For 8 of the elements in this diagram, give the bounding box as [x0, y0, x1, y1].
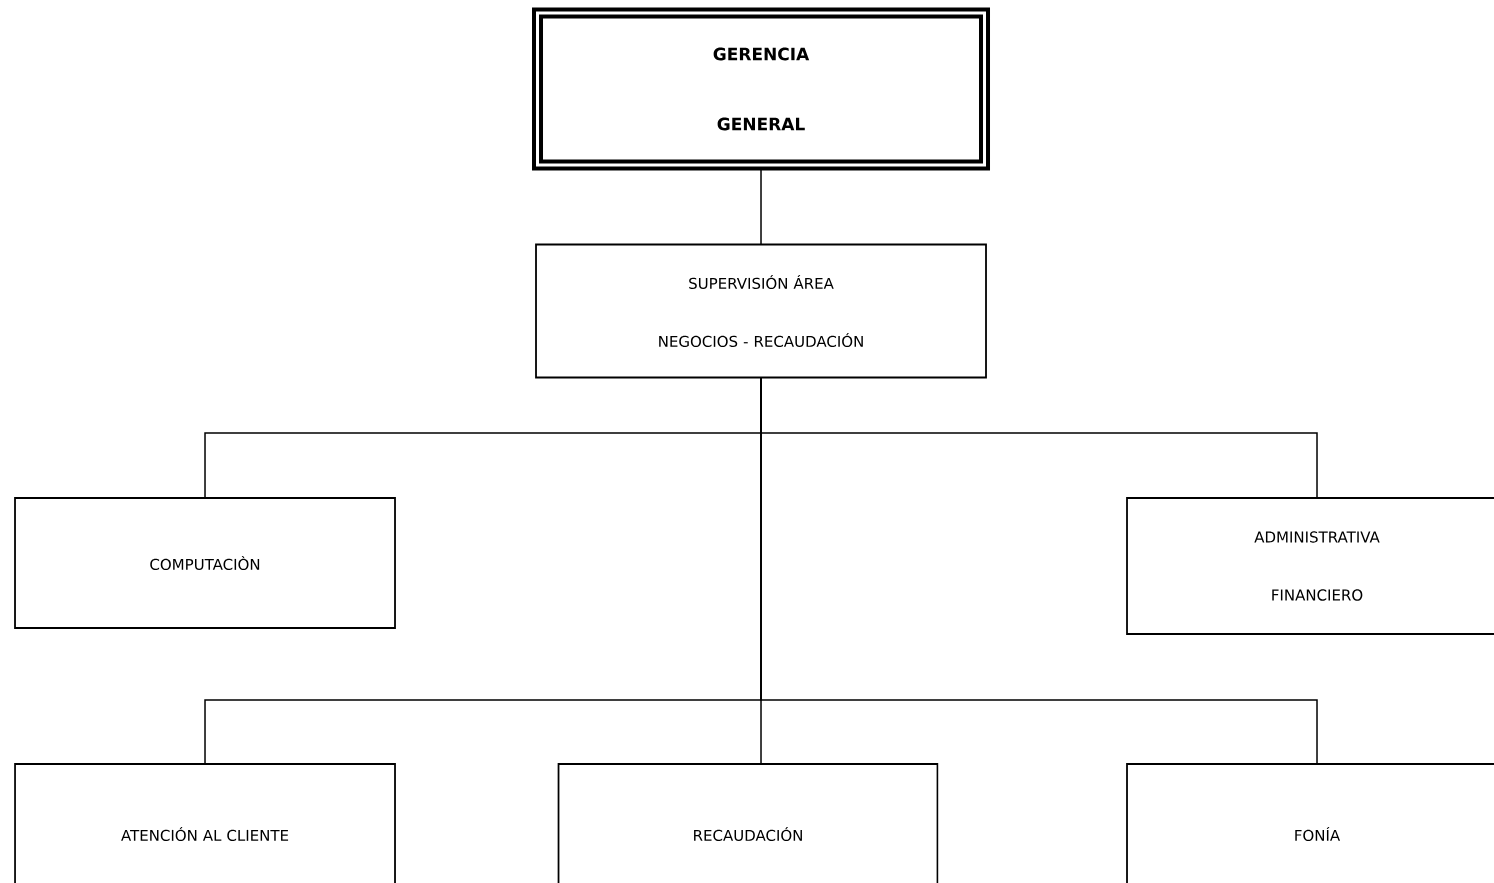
department-box: FONÍA	[1126, 763, 1494, 883]
connector-line	[760, 167, 762, 246]
department-box: SUPERVISIÓN ÁREA NEGOCIOS - RECAUDACIÓN	[535, 243, 987, 379]
department-box: ATENCIÓN AL CLIENTE	[14, 763, 396, 883]
title-box: GERENCIA GENERAL	[532, 7, 990, 171]
department-box: RECAUDACIÓN	[557, 763, 939, 883]
department-box: ADMINISTRATIVA FINANCIERO	[1126, 497, 1494, 635]
department-box: COMPUTACIÒN	[14, 497, 396, 629]
